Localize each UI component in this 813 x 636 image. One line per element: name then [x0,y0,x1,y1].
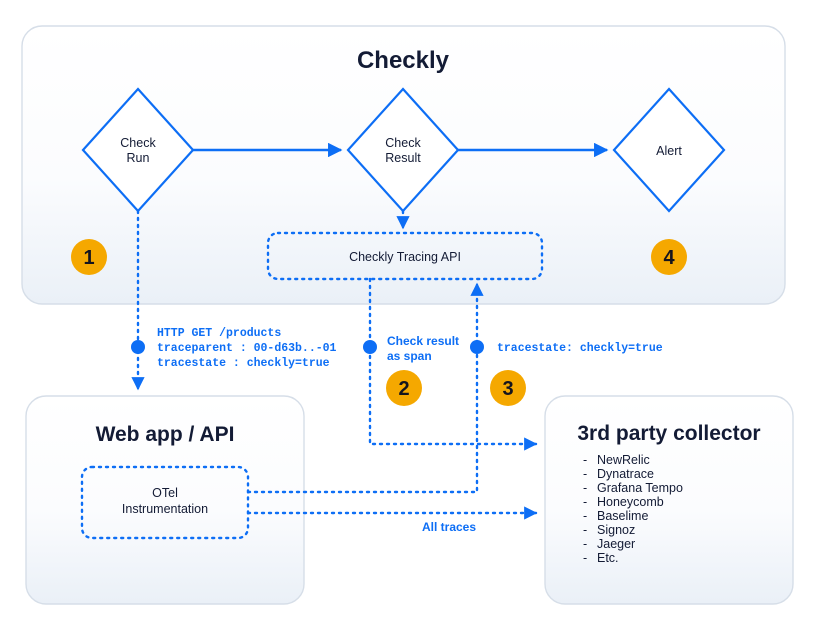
tracing-api-shape [266,231,544,281]
panel-checkly-title: Checkly [357,47,450,74]
alert-shape [612,87,726,213]
list-item: - Signoz [583,523,635,537]
otel-label-line2: Instrumentation [122,502,208,516]
list-item: - Honeycomb [583,495,664,509]
badge-1-number: 1 [83,247,94,269]
list-item-label: Grafana Tempo [597,481,683,495]
badge-3-circle [490,370,526,406]
list-item-dash: - [583,551,587,565]
annotation-check-result-span-line2: as span [387,349,432,363]
list-item-label: Baselime [597,509,648,523]
flow-dot-1 [131,340,145,354]
list-item-dash: - [583,537,587,551]
otel-shape [80,465,250,540]
panel-webapp-frame [25,395,305,605]
list-item-dash: - [583,453,587,467]
list-item-label: Dynatrace [597,467,654,481]
tracing-api-label: Checkly Tracing API [349,250,461,264]
badge-2: 2 [386,370,422,406]
annotation-check-result-span: Check result as span [387,334,459,363]
list-item-dash: - [583,467,587,481]
panel-webapp-title: Web app / API [96,423,235,446]
check-result-label-line1: Check [385,136,421,150]
list-item-label: Jaeger [597,537,635,551]
list-item-dash: - [583,481,587,495]
alert-label: Alert [656,144,682,158]
panel-webapp: Web app / API [25,395,305,605]
badge-4-number: 4 [663,247,675,269]
annotation-http-trace-line1: HTTP GET /products [157,327,281,340]
list-item: - Grafana Tempo [583,481,683,495]
check-result-label-line2: Result [385,151,421,165]
otel-label-line1: OTel [152,486,178,500]
node-otel-instrumentation[interactable]: OTel Instrumentation [80,465,250,540]
collector-list: - NewRelic - Dynatrace - Grafana Tempo -… [583,453,683,565]
panel-collector-frame [544,395,794,605]
list-item: - NewRelic [583,453,650,467]
node-alert[interactable]: Alert [612,87,726,213]
annotation-http-trace: HTTP GET /products traceparent : 00-d63b… [157,327,337,370]
list-item-label: Honeycomb [597,495,664,509]
badge-3-number: 3 [502,378,513,400]
annotation-http-trace-line3: tracestate : checkly=true [157,357,330,370]
list-item: - Etc. [583,551,619,565]
badge-3: 3 [490,370,526,406]
annotation-http-trace-line2: traceparent : 00-d63b..-01 [157,342,337,355]
node-check-run[interactable]: Check Run [81,87,195,213]
annotation-check-result-span-line1: Check result [387,334,459,348]
check-run-label-line2: Run [127,151,150,165]
list-item-label: NewRelic [597,453,650,467]
check-run-label-line1: Check [120,136,156,150]
list-item: - Jaeger [583,537,635,551]
annotation-tracestate: tracestate: checkly=true [497,342,663,355]
annotation-all-traces: All traces [422,520,476,534]
panel-collector-title: 3rd party collector [577,422,760,445]
list-item: - Dynatrace [583,467,654,481]
list-item-label: Etc. [597,551,619,565]
list-item: - Baselime [583,509,648,523]
annotation-tracestate-line1: tracestate: checkly=true [497,342,663,355]
edge-tracing-api-to-collector [368,277,538,451]
list-item-dash: - [583,495,587,509]
flow-dot-3 [470,340,484,354]
badge-1: 1 [71,239,107,275]
panel-collector: 3rd party collector [544,395,794,605]
node-check-result[interactable]: Check Result [346,87,460,213]
badge-4: 4 [651,239,687,275]
list-item-dash: - [583,509,587,523]
list-item-dash: - [583,523,587,537]
list-item-label: Signoz [597,523,635,537]
badge-2-number: 2 [398,378,409,400]
badge-1-circle [71,239,107,275]
badge-2-circle [386,370,422,406]
badge-4-circle [651,239,687,275]
flow-dot-2 [363,340,377,354]
edge-otel-to-tracing-api [246,282,484,494]
node-checkly-tracing-api[interactable]: Checkly Tracing API [266,231,544,281]
